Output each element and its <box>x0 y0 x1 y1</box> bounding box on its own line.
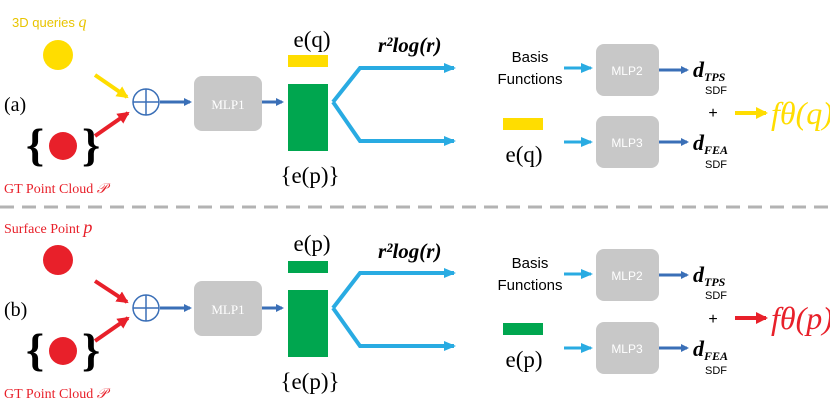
basis-line1: Basis <box>512 49 549 66</box>
gt-arrow <box>93 111 130 138</box>
concat-icon <box>132 88 160 116</box>
mlp1-box <box>194 76 262 131</box>
point-embed-bar-2 <box>503 323 543 335</box>
right-brace-icon: } <box>82 324 100 375</box>
panel-b-label: (b) <box>4 299 27 321</box>
surface-point-icon <box>43 245 73 275</box>
top-embed-label: e(q) <box>293 27 330 52</box>
mlp2-label: MLP2 <box>611 269 643 283</box>
rbf-upper-arrow <box>331 268 456 310</box>
mlp2-box <box>596 44 659 96</box>
rbf-lower-arrow <box>331 306 456 351</box>
concat-icon <box>132 294 160 322</box>
sdf-label-tps: SDF <box>705 290 727 302</box>
mid-embed-label: e(p) <box>505 347 542 372</box>
sdf-label-fea: SDF <box>705 159 727 171</box>
left-brace-icon: { <box>26 119 44 170</box>
mlp3-label: MLP3 <box>611 136 643 150</box>
panel-b: Surface Point p (b) { } GT Point Cloud 𝒫… <box>4 217 830 402</box>
mlp1-box <box>194 281 262 336</box>
sdf-label-tps: SDF <box>705 85 727 97</box>
set-embed-label: {e(p)} <box>280 163 339 188</box>
rbf-lower-arrow <box>331 100 456 146</box>
mlp3-box <box>596 322 659 374</box>
mlp2-box <box>596 249 659 301</box>
right-brace-icon: } <box>82 119 100 170</box>
query-point-icon <box>43 40 73 70</box>
top-embed-label: e(p) <box>293 231 330 256</box>
sdf-label-fea: SDF <box>705 365 727 377</box>
point-embed-block <box>288 84 328 151</box>
query-embed-bar-2 <box>503 118 543 130</box>
mlp3-box <box>596 116 659 168</box>
plus-sign: + <box>708 105 717 122</box>
basis-line2: Functions <box>497 71 562 88</box>
gt-point-icon <box>49 337 77 365</box>
rbf-upper-arrow <box>331 63 456 104</box>
queries-label: 3D queries q <box>12 14 87 31</box>
left-brace-icon: { <box>26 324 44 375</box>
gt-arrow <box>93 316 130 343</box>
rbf-label: r²log(r) <box>378 33 441 57</box>
output-a: fθ(q) <box>771 95 830 131</box>
mlp2-label: MLP2 <box>611 64 643 78</box>
mlp1-label: MLP1 <box>211 97 244 112</box>
mlp1-label: MLP1 <box>211 302 244 317</box>
gt-label: GT Point Cloud 𝒫 <box>4 387 111 402</box>
d-tps-label: dTPS <box>693 57 726 84</box>
d-tps-label: dTPS <box>693 262 726 289</box>
query-arrow <box>93 73 129 99</box>
point-embed-bar <box>288 261 328 273</box>
point-embed-block <box>288 290 328 357</box>
panel-a: 3D queries q (a) { } GT Point Cloud 𝒫 ML… <box>4 14 830 197</box>
mlp3-label: MLP3 <box>611 342 643 356</box>
gt-point-icon <box>49 132 77 160</box>
rbf-label: r²log(r) <box>378 239 441 263</box>
plus-sign: + <box>708 311 717 328</box>
basis-line2: Functions <box>497 277 562 294</box>
gt-label: GT Point Cloud 𝒫 <box>4 182 111 197</box>
surface-arrow <box>93 279 129 304</box>
surface-label: Surface Point p <box>4 217 92 237</box>
mid-embed-label: e(q) <box>505 142 542 167</box>
panel-a-label: (a) <box>4 94 26 116</box>
d-fea-label: dFEA <box>693 130 728 157</box>
d-fea-label: dFEA <box>693 336 728 363</box>
basis-line1: Basis <box>512 255 549 272</box>
output-b: fθ(p) <box>771 300 830 336</box>
query-embed-bar <box>288 55 328 67</box>
set-embed-label: {e(p)} <box>280 369 339 394</box>
